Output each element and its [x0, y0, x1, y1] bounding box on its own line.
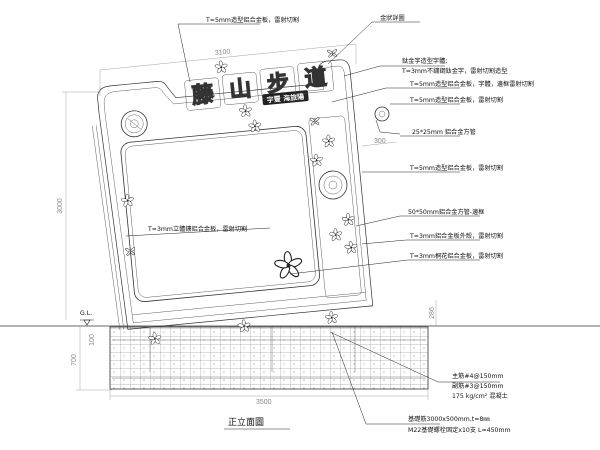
callout-main-tube: 50*50mm鋁合金方管-邊框: [408, 208, 484, 216]
foundation-grid: [109, 326, 429, 390]
callout-letters-1: 鈦金字造型字體;: [402, 57, 447, 65]
dim-foundation-width: 3500: [256, 399, 272, 406]
sign-structure: 宇豐 海旅陽 藤 山 步 道: [91, 48, 374, 347]
callout-rebar-1: 主筋#4@150mm: [452, 372, 504, 380]
callout-flower-plate: T=3mm桐花鋁合金板，雷射切割: [409, 252, 503, 260]
outer-frame: [97, 59, 374, 330]
rebar-marks: [112, 326, 426, 379]
dim-lower-depth: 100: [89, 334, 96, 346]
callout-right-plate: T=5mm造型鋁合金板，雷射切割: [409, 164, 503, 172]
ground-symbol: [80, 319, 94, 326]
dim-total-height: 3000: [57, 198, 64, 214]
dimension-lines: 3100 3000 700 100 286 300 3500: [57, 43, 437, 406]
inner-frame: [103, 65, 367, 324]
title-char-2: 山: [228, 76, 252, 103]
callout-square-tube: 25*25mm 鋁合金方管: [412, 128, 476, 136]
callout-concrete: 175 kg/cm² 混凝土: [452, 392, 508, 400]
callout-left-plate: T=3mm立體鏤鋁合金板，雷射切割: [147, 225, 247, 233]
callout-footing-2: M22基礎螺栓固定x10支 L=450mm: [408, 426, 511, 434]
name-plaque: 宇豐 海旅陽: [262, 90, 309, 106]
callout-footing-1: 基礎筋3000x500mm,t=8㎜: [408, 415, 490, 423]
callouts: T=5mm造型鋁合金板，雷射切割 金狀詳圖 鈦金字造型字體; T=3mm不鏽鋼鈦…: [125, 14, 534, 434]
side-bracket: [374, 106, 401, 135]
callout-cloud: 金狀詳圖: [380, 14, 405, 22]
callout-frame-edge: T=5mm造型鋁合金板，字體，邊框雷射切割: [409, 80, 534, 88]
plaque-text: 宇豐 海旅陽: [266, 92, 304, 105]
title-char-1: 藤: [191, 81, 216, 109]
right-panel: [308, 115, 362, 299]
title-char-4: 道: [303, 64, 327, 92]
foundation: G.L.: [0, 310, 600, 390]
callout-top-plate: T=5mm造型鋁合金板，雷射切割: [205, 16, 299, 24]
drawing-title: 正立面圖: [224, 416, 290, 430]
dim-foundation-depth: 700: [71, 354, 78, 366]
left-medallion: [120, 110, 148, 138]
dim-top-width: 3100: [215, 49, 231, 57]
ground-label: G.L.: [80, 310, 92, 317]
drawing-title-text: 正立面圖: [228, 416, 264, 428]
dim-side-height: 286: [429, 307, 436, 319]
right-medallion: [318, 170, 348, 200]
sign-title: 藤 山 步 道: [184, 60, 334, 111]
callout-outer-plate: T=3mm鋁合金板外殼，雷射切割: [409, 232, 503, 240]
callout-shaped-plate: T=5mm造型鋁合金板，雷射切割: [409, 96, 503, 104]
sign-window: [120, 125, 320, 302]
callout-rebar-2: 副筋#3@150mm: [452, 382, 504, 390]
title-char-3: 步: [266, 70, 290, 98]
dim-right-offset: 300: [374, 138, 386, 145]
callout-letters-2: T=3mm不鏽鋼鈦金字，雷射切割造型: [401, 67, 507, 75]
